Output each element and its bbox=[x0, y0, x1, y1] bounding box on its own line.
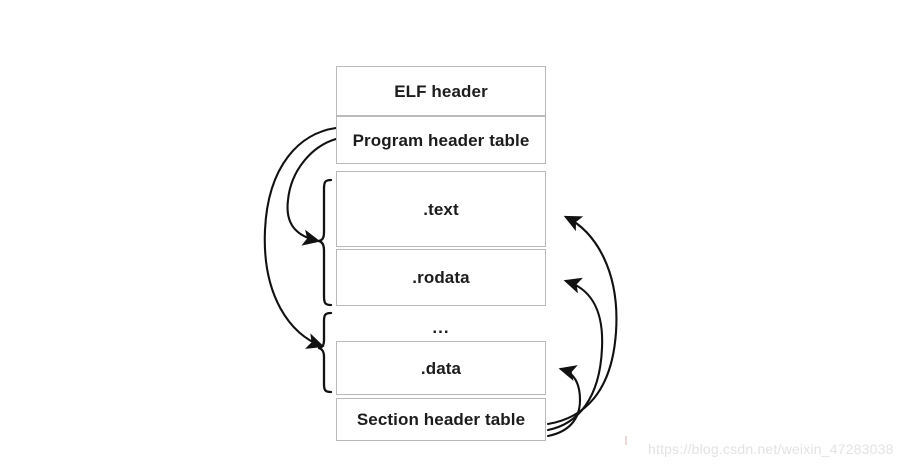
arrow-program-header-to-segment-1 bbox=[286, 137, 338, 246]
section-label-data: .data bbox=[420, 358, 462, 378]
section-box-data: .data bbox=[336, 341, 546, 395]
arrow-section-header-to-text bbox=[546, 215, 618, 426]
arrow-section-header-to-rodata bbox=[546, 277, 604, 432]
section-box-rodata: .rodata bbox=[336, 249, 546, 306]
section-box-elf-header: ELF header bbox=[336, 66, 546, 116]
brace-segment-1 bbox=[317, 178, 333, 307]
section-label-elf-header: ELF header bbox=[394, 81, 488, 101]
section-label-section-header: Section header table bbox=[356, 410, 526, 429]
section-label-rodata: .rodata bbox=[412, 268, 470, 287]
watermark-url: https://blog.csdn.net/weixin_47283038 bbox=[648, 441, 894, 457]
arrow-program-header-to-segment-2 bbox=[263, 126, 338, 349]
section-label-text: .text bbox=[423, 199, 459, 219]
section-ellipsis: ... bbox=[336, 313, 546, 341]
section-label-program-header: Program header table bbox=[352, 130, 530, 150]
section-box-text: .text bbox=[336, 171, 546, 247]
section-box-section-header: Section header table bbox=[336, 398, 546, 441]
section-label-ellipsis: ... bbox=[432, 317, 450, 337]
arrow-section-header-to-data bbox=[546, 365, 582, 438]
watermark-tick-mark bbox=[625, 436, 627, 445]
section-box-program-header: Program header table bbox=[336, 116, 546, 164]
brace-segment-2 bbox=[317, 311, 333, 394]
